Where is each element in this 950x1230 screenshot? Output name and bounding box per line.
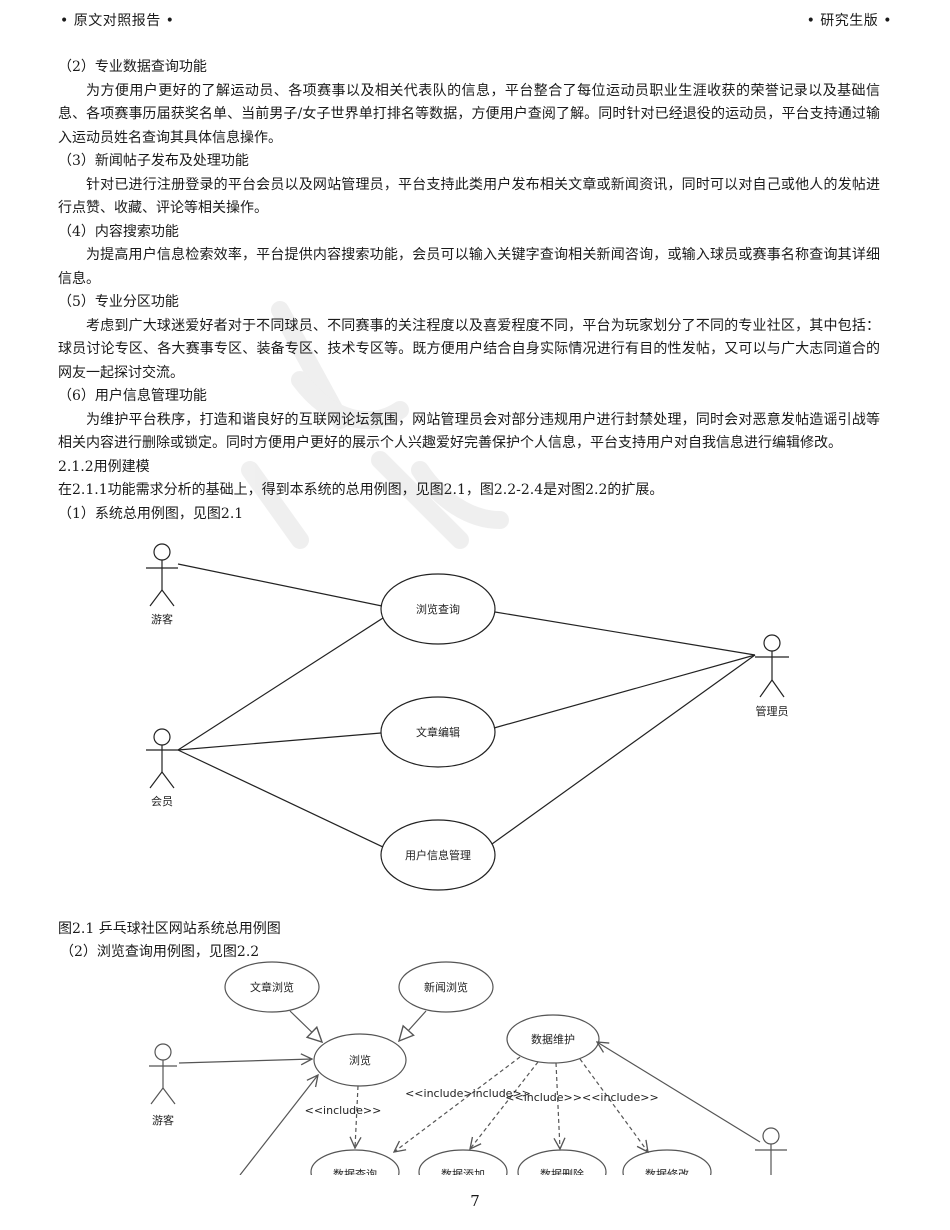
usecase-userinfo-label: 用户信息管理 [405, 848, 471, 862]
usecase-edit-label: 文章编辑 [416, 725, 460, 739]
include-browse-query [355, 1086, 358, 1148]
section-intro: 在2.1.1功能需求分析的基础上，得到本系统的总用例图，见图2.1，图2.2-2… [58, 482, 664, 498]
usecase-maintain-label: 数据维护 [531, 1032, 575, 1046]
header-right: • 研究生版 • [806, 13, 892, 29]
usecase-news-browse [399, 962, 493, 1012]
usecase-edit [380, 696, 496, 768]
subsection-caption: （2）浏览查询用例图，见图2.2 [60, 944, 260, 960]
assoc-member2-browse [240, 1075, 318, 1175]
paragraph-2: 为方便用户更好的了解运动员、各项赛事以及相关代表队的信息，平台整合了每位运动员职… [58, 82, 880, 146]
usecase-browse2 [314, 1034, 406, 1086]
include-label-pair-right: <<include>><<include>> [505, 1091, 658, 1104]
include-label-pair-left: <<include>include>> [405, 1087, 531, 1100]
heading-6: （6）用户信息管理功能 [58, 388, 207, 404]
usecase-modify-label: 数据修改 [645, 1167, 689, 1175]
actor-member-label: 会员 [151, 795, 173, 808]
section-title: 2.1.2用例建模 [58, 458, 150, 475]
gen-article-browse [290, 1011, 322, 1042]
usecase-browse [380, 573, 496, 645]
figure-heading: （1）系统总用例图，见图2.1 [58, 505, 244, 522]
usecase-article-browse [225, 962, 319, 1012]
actor-admin-icon [755, 634, 789, 698]
actor-member-icon [146, 728, 178, 789]
gen-news-browse [399, 1011, 426, 1041]
paragraph-5: 考虑到广大球迷爱好者对于不同球员、不同赛事的关注程度以及喜爱程度不同，平台为玩家… [58, 317, 880, 381]
include-maintain-query [394, 1057, 520, 1152]
body-text: （2）专业数据查询功能 为方便用户更好的了解运动员、各项赛事以及相关代表队的信息… [58, 56, 880, 526]
heading-2: （2）专业数据查询功能 [58, 59, 207, 75]
paragraph-4: 为提高用户信息检索效率，平台提供内容搜索功能，会员可以输入关键字查询相关新闻咨询… [58, 247, 880, 287]
figure-caption: 图2.1 乒乓球社区网站系统总用例图 [58, 921, 281, 937]
usecase-delete-label: 数据删除 [540, 1167, 584, 1175]
assoc-visitor-browse [177, 563, 383, 607]
assoc-admin-userinfo [491, 654, 756, 845]
assoc-admin-edit [493, 654, 756, 729]
usecase-browse-label: 浏览查询 [416, 602, 460, 616]
assoc-member-browse [177, 617, 384, 751]
actor-admin-label: 管理员 [756, 704, 789, 718]
heading-3: （3）新闻帖子发布及处理功能 [58, 153, 249, 169]
include-maintain-add [470, 1062, 538, 1149]
usecase-news-browse-label: 新闻浏览 [424, 980, 468, 994]
header-left: • 原文对照报告 • [60, 13, 175, 29]
assoc-member-edit [177, 732, 382, 751]
assoc-admin-browse [494, 611, 756, 656]
paragraph-6: 为维护平台秩序，打造和谐良好的互联网论坛氛围，网站管理员会对部分违规用户进行封禁… [58, 411, 880, 452]
use-case-diagram-browse: 文章浏览 新闻浏览 浏览 数据维护 数据查询 数据添加 数据删除 数据修改 <<… [0, 0, 950, 1175]
usecase-add-label: 数据添加 [441, 1167, 485, 1175]
heading-5: （5）专业分区功能 [58, 294, 179, 310]
assoc-member-userinfo [177, 749, 384, 848]
actor-admin2-icon [755, 1128, 787, 1175]
usecase-query-label: 数据查询 [333, 1167, 377, 1175]
usecase-add [419, 1150, 507, 1175]
usecase-query [311, 1150, 399, 1175]
usecase-article-browse-label: 文章浏览 [250, 980, 294, 994]
assoc-visitor2-browse [179, 1059, 312, 1063]
actor-visitor-icon [146, 543, 178, 607]
include-label-browse: <<include>> [305, 1104, 382, 1117]
actor-visitor-label: 游客 [151, 612, 173, 626]
usecase-userinfo [380, 819, 496, 891]
usecase-maintain [507, 1015, 599, 1063]
include-maintain-modify [580, 1059, 648, 1152]
paragraph-3: 针对已进行注册登录的平台会员以及网站管理员，平台支持此类用户发布相关文章或新闻资… [58, 176, 880, 217]
actor-visitor2-label: 游客 [152, 1113, 174, 1127]
usecase-modify [623, 1150, 711, 1175]
assoc-admin2-maintain [597, 1042, 760, 1142]
include-maintain-delete [556, 1063, 560, 1149]
usecase-browse2-label: 浏览 [349, 1053, 371, 1067]
heading-4: （4）内容搜索功能 [58, 223, 179, 240]
page-number: 7 [470, 1192, 480, 1210]
actor-visitor2-icon [149, 1044, 177, 1104]
